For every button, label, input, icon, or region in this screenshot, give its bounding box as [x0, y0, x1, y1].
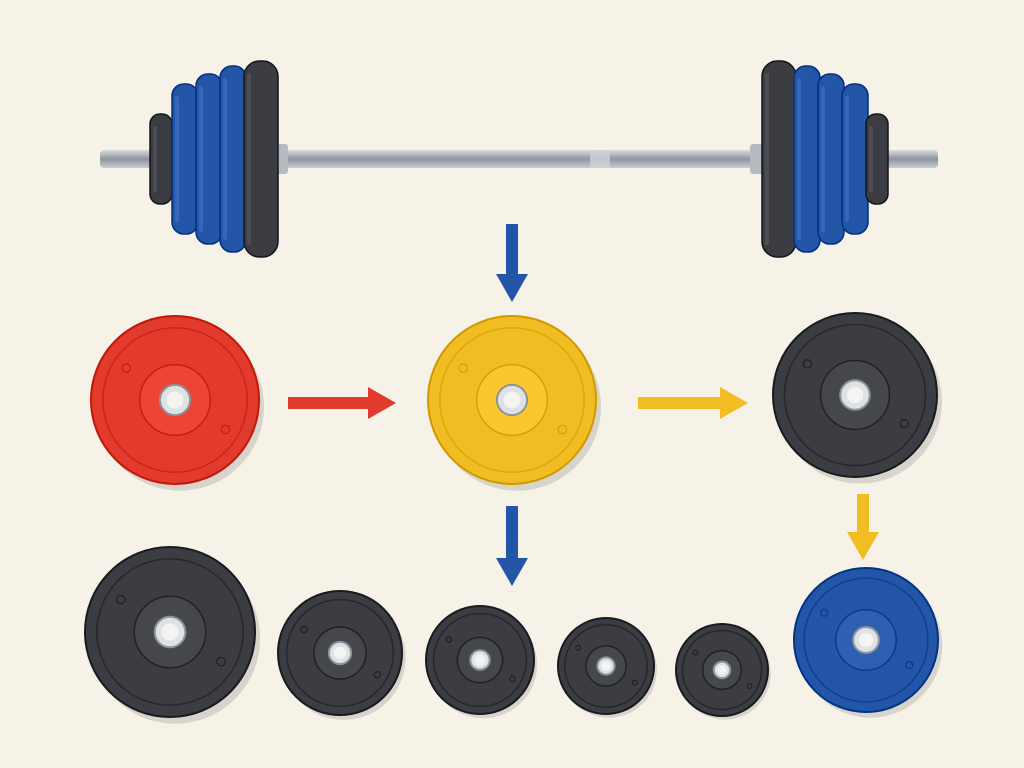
black-plate-1-rim [96, 558, 244, 706]
black-plate-bolt [802, 359, 813, 369]
barbell-left-plate-3-highlight [199, 86, 203, 232]
red-plate-rim [102, 327, 248, 473]
black-plate-hole [846, 386, 864, 404]
black-plate-3-bolt [509, 675, 516, 683]
black-plate-3-hole [474, 654, 486, 666]
arrow-barbell-to-yellow-shape [496, 224, 528, 302]
black-plate-2-bolt [300, 625, 308, 634]
barbell-right-plate-1-highlight [765, 73, 769, 245]
barbell-left-plate-5-highlight [247, 73, 251, 245]
black-plate-1-bolt [216, 656, 226, 667]
barbell-bar [100, 150, 938, 168]
black-plate-3-icon [425, 605, 538, 719]
blue-plate-rim [803, 577, 929, 703]
blue-plate-icon [793, 567, 943, 718]
black-plate-bolt [899, 419, 909, 429]
black-plate-4-hole [601, 661, 611, 671]
black-plate-3-bolt [445, 636, 452, 643]
barbell-icon [100, 60, 938, 258]
arrow-black-to-blue-shape [847, 494, 879, 560]
yellow-plate-bolt [458, 363, 469, 373]
black-plate-1-icon [84, 546, 261, 724]
black-plate-3-rim [432, 612, 528, 708]
arrow-yellow-to-row-shape [496, 506, 528, 586]
arrow-yellow-to-black-shape [638, 387, 748, 419]
black-plate-2-bolt [373, 671, 381, 679]
yellow-plate-bolt [557, 424, 568, 435]
blue-plate-bolt [820, 608, 829, 617]
plate-row [84, 546, 771, 724]
blue-plate-hole [858, 632, 874, 648]
black-plate-2-icon [277, 590, 406, 720]
yellow-plate-rim [439, 327, 585, 473]
barbell-left-plate-1-highlight [153, 126, 157, 192]
barbell-right-plates [761, 60, 889, 258]
red-plate-bolt [220, 424, 231, 435]
black-plate-5-bolt [692, 649, 699, 656]
black-plate-2-rim [285, 598, 395, 708]
arrow-red-to-yellow-shape [288, 387, 396, 419]
black-plate-5-rim [681, 629, 763, 711]
black-plate-4-rim [563, 623, 649, 709]
yellow-plate-hole [503, 391, 521, 409]
black-plate-1-bolt [115, 594, 126, 605]
arrow-black-to-blue-icon [847, 494, 879, 560]
black-plate-icon [772, 312, 942, 484]
black-plate-4-bolt [631, 679, 638, 686]
barbell-right-plate-5-highlight [869, 126, 873, 192]
barbell-bar-grip [590, 150, 610, 168]
barbell-left-plates [149, 60, 279, 258]
barbell-right-plate-2-highlight [797, 78, 801, 240]
black-plate-rim [783, 323, 927, 467]
black-plate-2-hole [333, 646, 347, 660]
blue-plate-bolt [905, 661, 914, 670]
barbell-right-plate-4-highlight [845, 96, 849, 222]
black-plate-5-hole [717, 665, 727, 675]
barbell-left-plate-2-highlight [175, 96, 179, 222]
arrow-red-to-yellow-icon [288, 387, 396, 419]
black-plate-1-hole [161, 623, 179, 641]
barbell-left-plate-5 [243, 60, 279, 258]
arrow-barbell-to-yellow-icon [496, 224, 528, 302]
barbell-left-plate-4-highlight [223, 78, 227, 240]
red-plate-hole [166, 391, 184, 409]
black-plate-4-bolt [575, 644, 582, 651]
black-plate-5-icon [675, 623, 771, 720]
red-plate-icon [90, 315, 265, 491]
barbell-right-plate-3-highlight [821, 86, 825, 232]
arrow-yellow-to-black-icon [638, 387, 748, 419]
black-plate-5-bolt [746, 683, 753, 689]
arrow-yellow-to-row-icon [496, 506, 528, 586]
black-plate-4-icon [557, 617, 657, 718]
red-plate-bolt [121, 363, 132, 373]
yellow-plate-icon [427, 315, 602, 491]
